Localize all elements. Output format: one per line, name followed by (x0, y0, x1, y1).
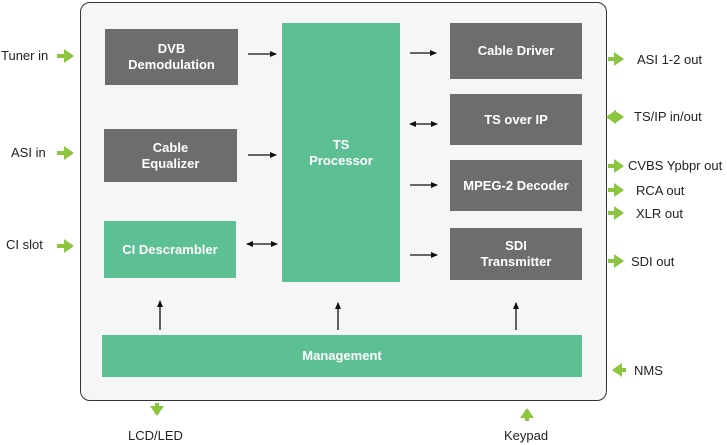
mpeg2-decoder-block: MPEG-2 Decoder (450, 160, 582, 211)
keypad-label: Keypad (504, 428, 549, 443)
management-block: Management (102, 335, 582, 377)
cable-equalizer-block: Cable Equalizer (104, 129, 237, 182)
tuner-in-label: Tuner in (1, 48, 49, 63)
sdi-transmitter-block: SDI Transmitter (450, 228, 582, 280)
ci-slot-label: CI slot (6, 237, 43, 252)
sdi-out-label: SDI out (631, 254, 675, 269)
ts-over-ip-block: TS over IP (450, 94, 582, 145)
xlr-label: XLR out (636, 206, 683, 221)
cable-driver-block: Cable Driver (450, 23, 582, 79)
ts-processor-block: TS Processor (282, 23, 400, 282)
rca-label: RCA out (636, 183, 685, 198)
lcd-led-label: LCD/LED (128, 428, 183, 443)
cvbs-label: CVBS Ypbpr out (628, 158, 723, 173)
tsip-label: TS/IP in/out (634, 109, 702, 124)
dvb-demodulation-block: DVB Demodulation (105, 29, 238, 85)
asi-out-label: ASI 1-2 out (637, 52, 703, 67)
ci-descrambler-block: CI Descrambler (104, 221, 236, 278)
asi-in-label: ASI in (11, 145, 46, 160)
nms-label: NMS (634, 363, 663, 378)
